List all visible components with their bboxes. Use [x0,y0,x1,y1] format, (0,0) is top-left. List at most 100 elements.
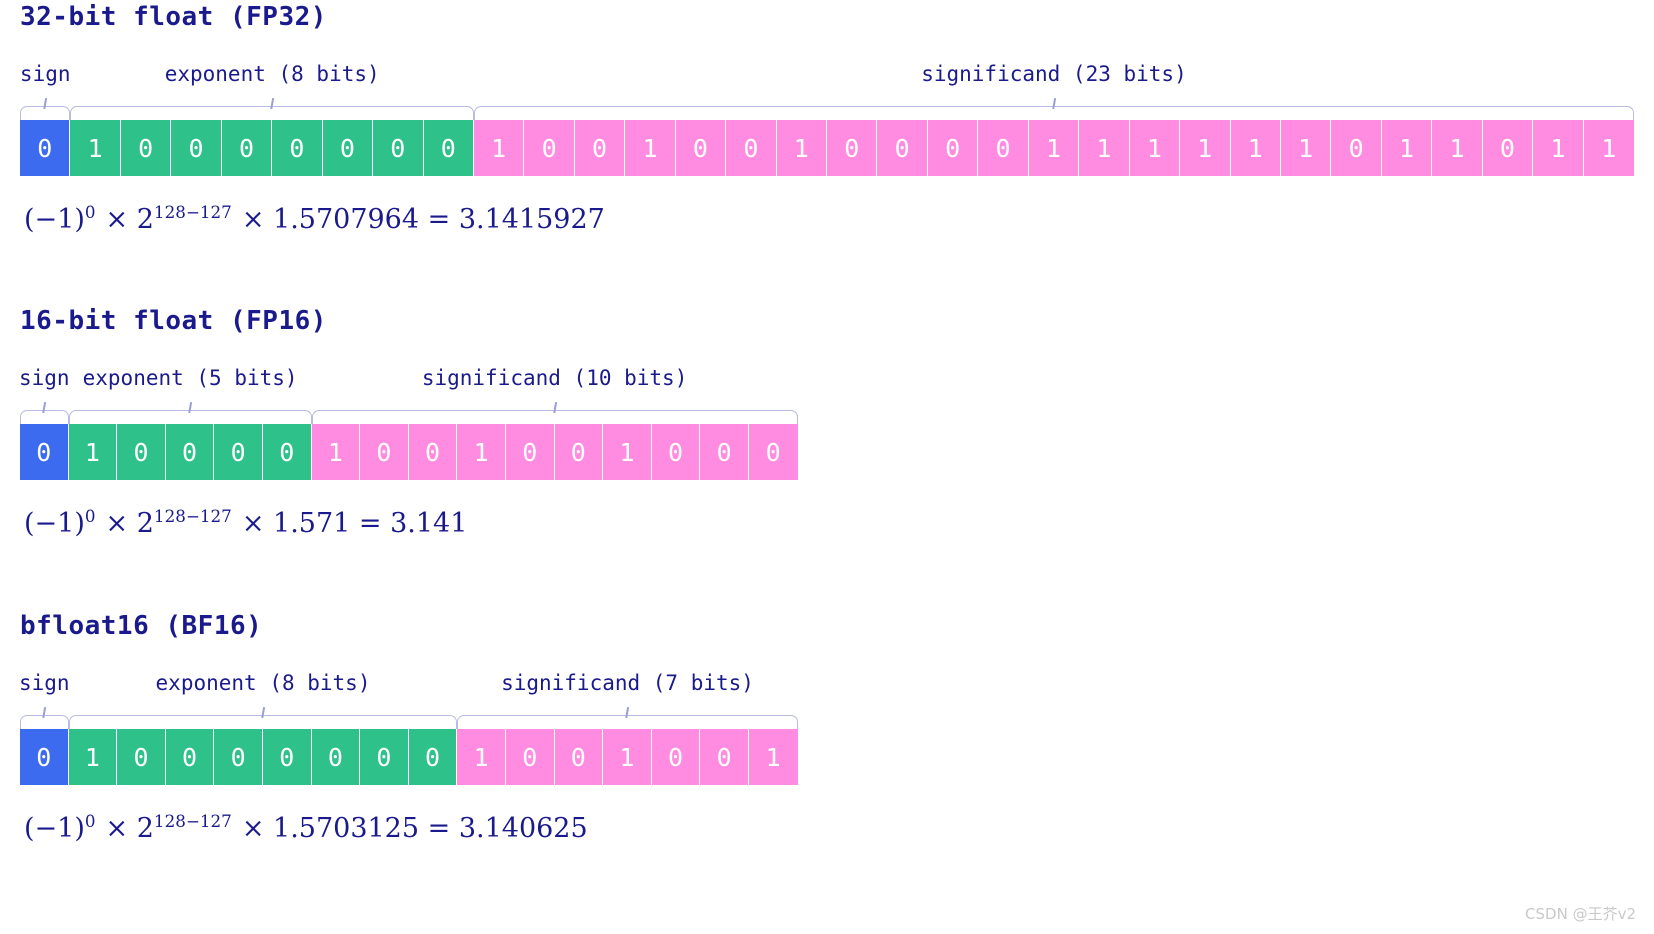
formula-power-base: × 2 [105,204,154,235]
bit-cell-sig: 0 [505,729,555,785]
brace-sign-fp32 [20,106,71,120]
bit-cell-sig: 1 [457,729,506,785]
formula-result: × 1.5707964 = 3.1415927 [241,204,605,235]
bit-cell-sig: 0 [827,120,878,176]
section-fp16: 16-bit float (FP16) sign exponent (5 bit… [0,304,1654,537]
formula-power: 128−127 [153,202,232,222]
bit-cell-sig: 0 [408,424,458,480]
bit-cell-exp: 1 [68,729,118,785]
bit-cell-exp: 0 [214,729,263,785]
bit-cell-sig: 1 [603,424,652,480]
bit-cell-sig: 1 [1230,120,1281,176]
bit-cell-sig: 0 [978,120,1029,176]
brace-significand-bf16 [457,715,798,729]
bit-cell-exp: 0 [214,424,263,480]
bit-cell-sig: 1 [625,120,676,176]
brace-sign-bf16 [20,715,69,729]
bit-cell-sig: 0 [505,424,555,480]
formula-power-base: × 2 [105,813,154,844]
label-significand-fp16: significand (10 bits) [421,366,688,390]
bit-cell-sig: 0 [726,120,777,176]
formula-base: (−1) [24,204,85,235]
bit-cell-sig: 1 [1129,120,1181,176]
bit-cell-sig: 1 [457,424,506,480]
formula-sign-exponent: 0 [84,202,96,222]
bit-cell-exp: 0 [165,729,215,785]
bit-cell-sig: 0 [700,424,749,480]
bit-cell-sign: 0 [20,120,71,176]
brace-sign-fp16 [20,410,69,424]
bit-cell-exp: 0 [221,120,273,176]
bit-cell-sign: 0 [20,424,69,480]
bit-cell-sig: 1 [1432,120,1483,176]
formula-base: (−1) [24,508,85,539]
formula-bf16: (−1)0× 2128−127× 1.5703125 = 3.140625 [0,813,1654,844]
bit-cell-exp: 0 [165,424,215,480]
section-title-bf16: bfloat16 (BF16) [20,611,263,641]
label-exponent-fp32: exponent (8 bits) [164,62,380,86]
formula-power-base: × 2 [105,508,154,539]
bit-cell-sig: 1 [1180,120,1231,176]
formula-base: (−1) [24,813,85,844]
formula-sign-exponent: 0 [84,506,96,526]
bit-cell-sig: 0 [651,729,701,785]
bit-cell-sig: 0 [651,424,701,480]
bit-cell-sig: 0 [554,424,604,480]
bit-cell-exp: 0 [262,729,312,785]
field-labels-fp16: sign exponent (5 bits) significand (10 b… [0,366,1654,402]
bit-cell-sig: 0 [877,120,928,176]
bit-cell-sig: 0 [675,120,727,176]
bit-cell-sig: 1 [1280,120,1332,176]
label-significand-fp32: significand (23 bits) [921,62,1187,86]
bit-cell-sig: 1 [311,424,361,480]
bit-cell-exp: 1 [68,424,118,480]
bit-cell-exp: 0 [423,120,474,176]
brace-significand-fp16 [311,410,798,424]
bit-cell-exp: 0 [117,424,166,480]
label-sign-fp32: sign [19,62,71,86]
bit-cell-exp: 0 [373,120,424,176]
field-braces-fp16 [0,402,1654,424]
bit-cell-exp: 0 [408,729,458,785]
label-sign-fp16: sign [19,366,70,390]
watermark: CSDN @王芥v2 [1525,905,1636,923]
label-significand-bf16: significand (7 bits) [501,671,754,695]
bit-cell-sig: 1 [1381,120,1433,176]
formula-sign-exponent: 0 [84,811,96,831]
bit-cell-sig: 0 [554,729,604,785]
section-fp32: 32-bit float (FP32) sign exponent (8 bit… [0,0,1654,233]
field-labels-bf16: sign exponent (8 bits) significand (7 bi… [0,671,1654,707]
label-sign-bf16: sign [19,671,70,695]
bit-cell-sig: 1 [473,120,525,176]
bit-cell-exp: 0 [322,120,374,176]
bit-cell-sig: 1 [1028,120,1080,176]
bit-cell-sign: 0 [20,729,69,785]
section-title-fp32: 32-bit float (FP32) [20,2,327,32]
bit-cell-exp: 0 [311,729,361,785]
bit-cell-exp: 0 [262,424,312,480]
bit-cell-sig: 1 [603,729,652,785]
bit-cell-sig: 1 [1079,120,1130,176]
bit-cell-exp: 0 [272,120,323,176]
formula-fp32: (−1)0 × 2128−127 × 1.5707964 = 3.1415927 [0,204,1654,235]
bit-cell-exp: 0 [171,120,222,176]
bit-cell-sig: 0 [574,120,626,176]
field-braces-fp32 [0,98,1654,120]
field-labels-fp32: sign exponent (8 bits) significand (23 b… [0,62,1654,98]
bit-cell-sig: 1 [1533,120,1584,176]
bit-cell-exp: 0 [117,729,166,785]
label-exponent-fp16: exponent (5 bits) [82,366,298,390]
brace-exponent-fp32 [70,106,474,120]
section-title-fp16: 16-bit float (FP16) [20,306,327,336]
section-bf16: bfloat16 (BF16) sign exponent (8 bits) s… [0,609,1654,842]
label-exponent-bf16: exponent (8 bits) [155,671,371,695]
brace-exponent-fp16 [68,410,312,424]
bit-cell-sig: 0 [927,120,979,176]
bit-cell-sig: 0 [1331,120,1382,176]
formula-power: 128−127 [153,506,232,526]
formula-result: × 1.571 = 3.141 [241,508,468,539]
formula-power: 128−127 [153,811,232,831]
